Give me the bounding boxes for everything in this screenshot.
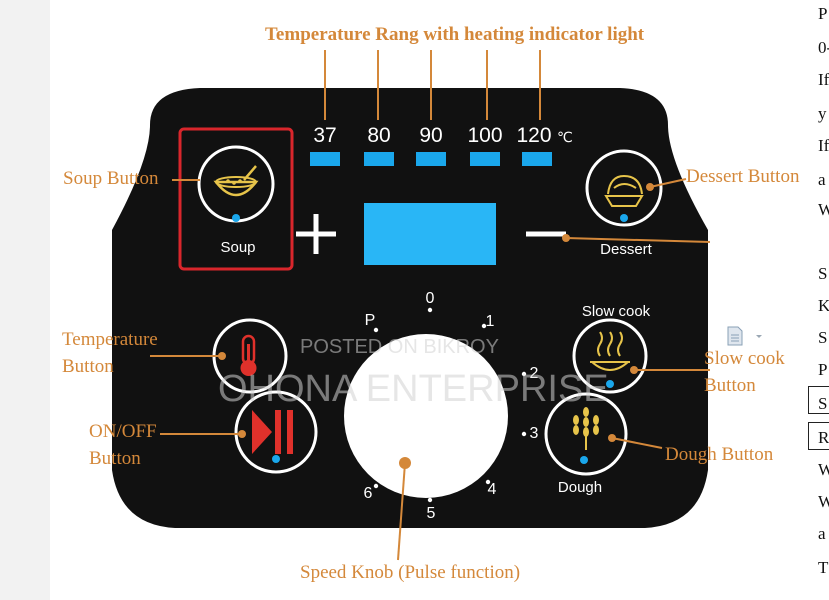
indicator-80	[364, 152, 394, 166]
onoff-button-annotation-line2: Button	[89, 448, 141, 469]
onoff-button-annotation-line1: ON/OFF	[89, 421, 157, 442]
right-page-line: If	[818, 136, 829, 155]
right-page-line: T	[818, 558, 829, 577]
left-gutter	[0, 0, 50, 600]
slow-cook-button: Slow cook	[572, 303, 651, 394]
temp-label-37: 37	[313, 124, 336, 147]
knob-mark-6: 6	[364, 485, 373, 502]
soup-button-annotation: Soup Button	[63, 168, 159, 189]
right-page-line: S	[818, 328, 828, 347]
right-page-line: W	[818, 460, 829, 479]
right-page-line: S	[818, 264, 828, 283]
slow-cook-label: Slow cook	[582, 303, 651, 320]
knob-mark-1: 1	[486, 313, 495, 330]
knob-mark-3: 3	[530, 425, 539, 442]
temp-label-100: 100	[467, 124, 502, 147]
right-page-line: K	[818, 296, 829, 315]
knob-mark-5: 5	[427, 505, 436, 522]
soup-label: Soup	[220, 239, 255, 256]
play-pause-icon	[252, 410, 272, 454]
speed-knob-annotation: Speed Knob (Pulse function)	[300, 562, 521, 583]
right-page-line: a	[818, 524, 826, 543]
temp-label-80: 80	[367, 124, 390, 147]
table-cell	[808, 422, 829, 450]
knob-mark-4: 4	[488, 481, 497, 498]
dessert-label: Dessert	[600, 241, 653, 258]
right-page-line: W	[818, 492, 829, 511]
temperature-range-annotation: Temperature Rang with heating indicator …	[265, 24, 645, 45]
right-page-line: S	[818, 394, 828, 413]
right-page-line: W	[818, 200, 829, 219]
watermark-line2: OHONA ENTERPRISE	[218, 368, 609, 410]
slow-cook-button-annotation-line1: Slow cook	[704, 348, 785, 369]
dessert-icon	[604, 195, 644, 207]
speed-knob	[344, 334, 508, 561]
right-page-line: P	[818, 360, 828, 379]
wheat-icon	[573, 407, 599, 437]
plus-button	[296, 214, 336, 254]
right-page-line: R	[818, 428, 829, 447]
right-page-line: 0-	[818, 38, 829, 57]
right-page-line: If	[818, 70, 829, 89]
temperature-button-annotation-line2: Button	[62, 356, 114, 377]
dough-button: Dough	[544, 392, 628, 496]
dough-button-annotation: Dough Button	[665, 444, 774, 465]
right-page-line: a	[818, 170, 826, 189]
right-page-line: y	[818, 104, 827, 123]
temp-label-120: 120	[516, 124, 551, 147]
dessert-button-annotation: Dessert Button	[686, 166, 800, 187]
indicator-90	[416, 152, 446, 166]
knob-mark-p: P	[365, 312, 376, 329]
temp-unit: ℃	[557, 129, 573, 145]
soup-button: Soup	[197, 145, 275, 256]
temp-label-90: 90	[419, 124, 442, 147]
chevron-down-icon	[756, 335, 762, 338]
indicator-100	[470, 152, 500, 166]
indicator-37	[310, 152, 340, 166]
knob-mark-0: 0	[426, 290, 435, 307]
dessert-button: Dessert	[585, 149, 663, 258]
indicator-120	[522, 152, 552, 166]
dough-label: Dough	[558, 479, 602, 496]
temperature-indicators	[310, 152, 552, 166]
soup-highlight-box	[178, 127, 294, 271]
steam-pot-icon	[590, 331, 630, 371]
slow-cook-button-annotation-line2: Button	[704, 375, 756, 396]
table-cell	[808, 386, 829, 414]
knob-mark-2: 2	[530, 365, 539, 382]
temperature-button-annotation-line1: Temperature	[62, 329, 158, 350]
document-icon[interactable]	[726, 326, 766, 346]
digital-display	[364, 203, 496, 265]
watermark-line1: POSTED ON BIKROY	[300, 336, 499, 358]
right-page-line: P	[818, 4, 828, 23]
